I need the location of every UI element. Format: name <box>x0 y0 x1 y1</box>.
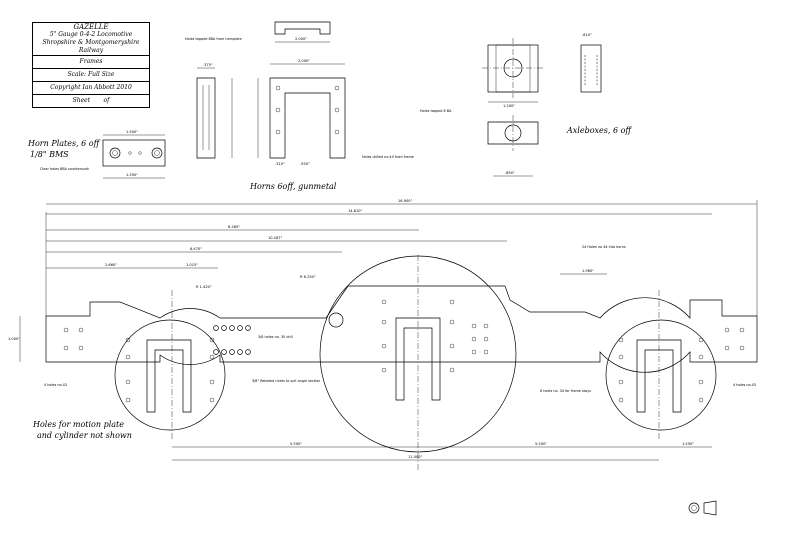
dim-label: .310" <box>275 162 285 166</box>
dim-label: 1.550" <box>682 442 694 446</box>
cone-icon <box>703 500 717 516</box>
copyright: Copyright Ian Abbott 2010 <box>33 81 149 94</box>
note: 3/8" Rebated rivets to suit angle sectio… <box>252 379 320 383</box>
dim-label: 5.500" <box>290 442 302 446</box>
of-label: of <box>103 97 110 104</box>
dim-label: .890" <box>505 171 515 175</box>
hole-group-left <box>63 327 215 403</box>
note: Holes drilled no.44 from frame <box>362 155 414 159</box>
dim-label: 1.500" <box>126 130 138 134</box>
dim-label: 2.000" <box>295 37 307 41</box>
dim-label: 5.500" <box>535 442 547 446</box>
dim-label: 2.000" <box>298 59 310 63</box>
axleboxes-label: Axleboxes, 6 off <box>567 126 632 135</box>
sheet-number: Sheet of <box>33 94 149 107</box>
hole-group-right <box>618 327 745 403</box>
dim-label: 10.187" <box>268 236 283 240</box>
dim-label: 1.000" <box>8 337 20 341</box>
note: 4 holes no.43 <box>44 383 67 387</box>
drawing-subtitle: 5" Gauge 0-4-2 Locomotive <box>49 31 133 38</box>
dim-label: .610" <box>582 33 592 37</box>
note: 3/8 holes no. 30 drill <box>258 335 293 339</box>
note: Clear holes 8BA countersunk <box>40 167 89 171</box>
drawing-subtitle: Shropshire & Montgomeryshire Railway <box>42 39 140 54</box>
dim-label: R 1.420" <box>196 285 212 289</box>
axlebox-detail: 1.200" .610" .890" Holes tapped 8 BA <box>420 33 602 177</box>
horn-detail: 2.000" Holes tapped 8BA from hornplate .… <box>185 21 414 166</box>
horn-plates-label: Horn Plates, 6 off <box>28 139 100 148</box>
dim-label: 1.960" <box>582 269 594 273</box>
dim-label: .930" <box>300 162 310 166</box>
horns-label: Horns 6off, gunmetal <box>250 182 337 191</box>
note: 4 holes no.43 <box>733 383 756 387</box>
circle-icon <box>688 502 700 514</box>
horn-plate-detail: 1.500" 1.550" Clear holes 8BA countersun… <box>40 130 166 179</box>
dim-label: .375" <box>203 63 213 67</box>
dim-label: 1.550" <box>126 173 138 177</box>
drawing-title: GAZELLE <box>73 23 109 31</box>
dim-label: 16.900" <box>398 199 413 203</box>
note: 24 Holes no 44 into horns <box>582 245 626 249</box>
frame-outline: 3/8 holes no. 30 drill 3/8" Rebated rive… <box>8 245 758 470</box>
dim-label: 6.470" <box>190 247 202 251</box>
hole-group-centre <box>381 299 489 373</box>
part-name: Frames <box>33 55 149 68</box>
dim-label: 11.000" <box>408 455 423 459</box>
motion-note: Holes for motion plate <box>33 420 124 429</box>
note: Holes tapped 8 BA <box>420 109 452 113</box>
dim-label: 8.285" <box>228 225 240 229</box>
dim-label: 2.660" <box>105 263 117 267</box>
dim-label: R 6.250" <box>300 275 316 279</box>
dim-label: 14.810" <box>348 209 363 213</box>
note: Holes tapped 8BA from hornplate <box>185 37 242 41</box>
dim-label: 1.200" <box>503 104 515 108</box>
dim-label: 1.015" <box>186 263 198 267</box>
title-block: GAZELLE 5" Gauge 0-4-2 Locomotive Shrops… <box>32 22 150 108</box>
horn-plates-material: 1/8" BMS <box>30 150 69 159</box>
overall-dimensions: 16.900" 14.810" 8.285" 10.187" 6.470" 2.… <box>45 199 758 316</box>
sheet-label: Sheet <box>72 97 91 104</box>
note: 6 holes no. 34 for frame stays <box>540 389 591 393</box>
motion-note: and cylinder not shown <box>37 431 132 440</box>
rivet-holes <box>213 325 251 355</box>
scale: Scale: Full Size <box>33 68 149 81</box>
